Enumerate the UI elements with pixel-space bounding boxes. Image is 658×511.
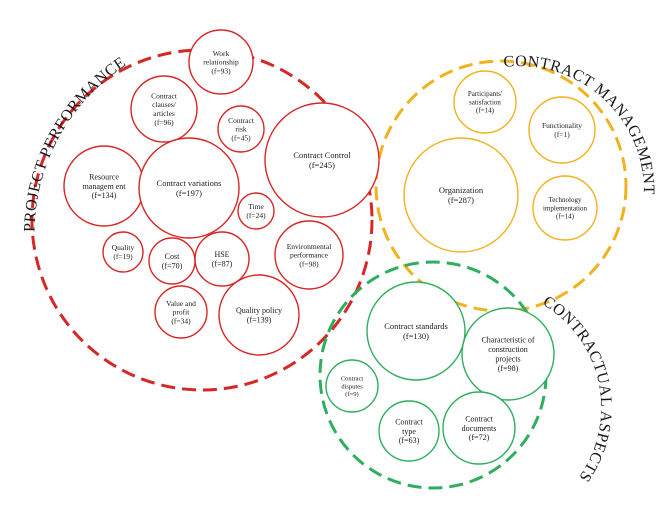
- bubble-label-hse: HSE(f=87): [212, 250, 233, 268]
- bubble-label-qpolicy: Quality policy(f=139): [236, 306, 282, 324]
- bubble-quality: [102, 231, 144, 273]
- bubble-documents: [442, 391, 516, 465]
- bubble-label-cost: Cost(f=70): [162, 252, 183, 270]
- bubble-label-organization: Organization(f=287): [439, 185, 484, 205]
- bubble-label-standards: Contract standards(f=130): [384, 321, 448, 341]
- bubble-participants: [453, 70, 517, 134]
- bubble-work: [188, 29, 254, 95]
- bubble-characteristic: [461, 307, 555, 401]
- bubble-qpolicy: [218, 274, 300, 356]
- bubble-type: [378, 400, 440, 462]
- bubble-variations: [138, 137, 240, 239]
- bubble-label-functionality: Functionality(f=1): [542, 121, 582, 139]
- bubble-tech: [532, 175, 598, 241]
- bubble-control: [264, 102, 380, 218]
- bubble-hse: [194, 231, 250, 287]
- bubble-label-quality: Quality(f=19): [112, 243, 135, 261]
- bubble-time: [237, 192, 275, 230]
- bubble-env: [274, 220, 344, 290]
- bubble-disputes: [325, 359, 379, 413]
- bubble-value: [154, 285, 208, 339]
- bubble-organization: [403, 137, 519, 253]
- bubble-functionality: [528, 96, 596, 164]
- bubble-label-variations: Contract variations(f=197): [157, 178, 222, 198]
- bubble-label-control: Contract Control(f=245): [293, 150, 351, 170]
- bubble-clauses: [130, 75, 198, 143]
- bubble-risk: [217, 105, 265, 153]
- bubble-standards: [366, 281, 466, 381]
- bubble-label-participants: Participants'satisfaction(f=14): [468, 90, 502, 115]
- contractual-aspects-title: CONTRACTUAL ASPECTS: [540, 293, 614, 485]
- bubble-label-time: Time(f=24): [246, 202, 266, 220]
